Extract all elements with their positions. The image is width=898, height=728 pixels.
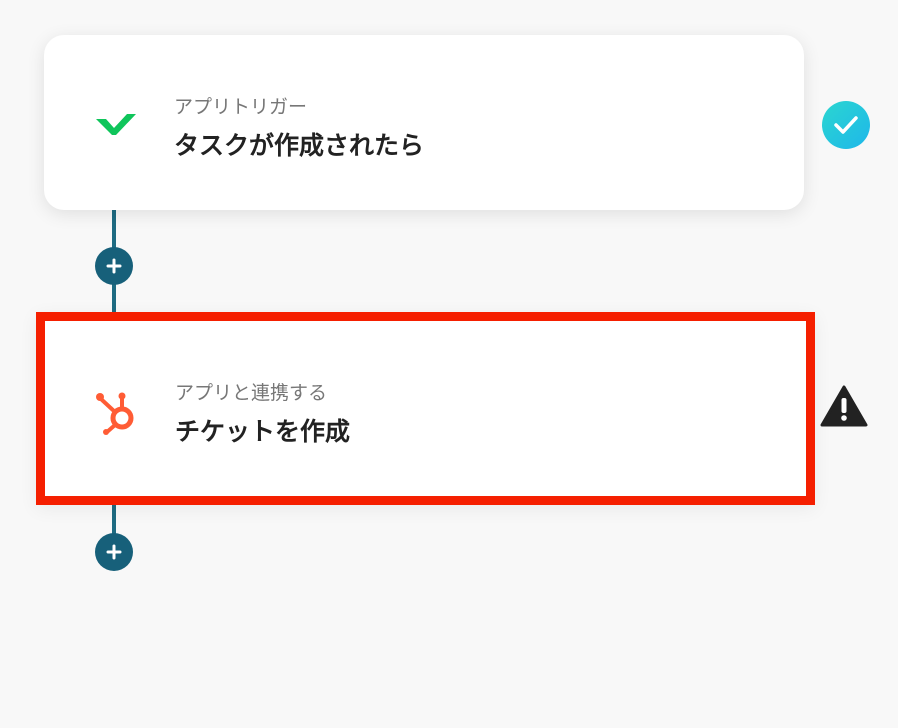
flow-connector-line [112, 505, 116, 545]
step-type-label: アプリと連携する [175, 382, 328, 404]
trigger-step-card[interactable]: アプリトリガー タスクが作成されたら [44, 35, 804, 210]
plus-icon [106, 544, 122, 560]
step-title: タスクが作成されたら [174, 131, 425, 160]
success-check-icon [822, 101, 870, 153]
step-type-label: アプリトリガー [174, 96, 308, 118]
wrike-checkmark-icon [92, 105, 140, 143]
warning-icon [820, 384, 868, 432]
plus-icon [106, 258, 122, 274]
hubspot-sprocket-icon [91, 387, 141, 437]
action-step-card[interactable]: アプリと連携する チケットを作成 [36, 312, 815, 505]
step-title: チケットを作成 [175, 417, 351, 446]
add-step-button[interactable] [95, 247, 133, 285]
add-step-button[interactable] [95, 533, 133, 571]
